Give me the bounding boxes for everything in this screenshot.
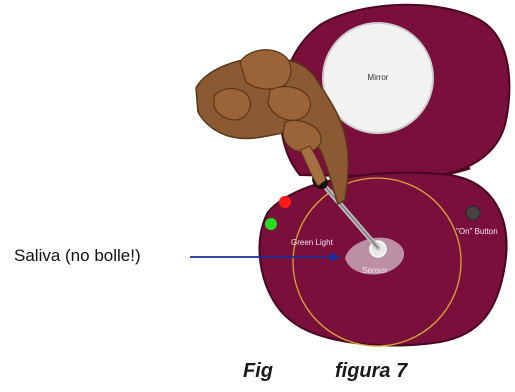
on-button xyxy=(466,206,480,220)
caption-figure-number: figura 7 xyxy=(335,360,407,383)
green-light-icon xyxy=(265,218,277,230)
sensor-label: Sensor xyxy=(362,266,388,275)
caption-fig: Fig xyxy=(243,360,273,383)
red-light-icon xyxy=(279,196,291,208)
green-light-label: Green Light xyxy=(291,238,334,247)
callout-label: Saliva (no bolle!) xyxy=(14,246,141,266)
on-button-label: "On" Button xyxy=(456,227,498,236)
mirror-label: Mirror xyxy=(368,73,389,82)
